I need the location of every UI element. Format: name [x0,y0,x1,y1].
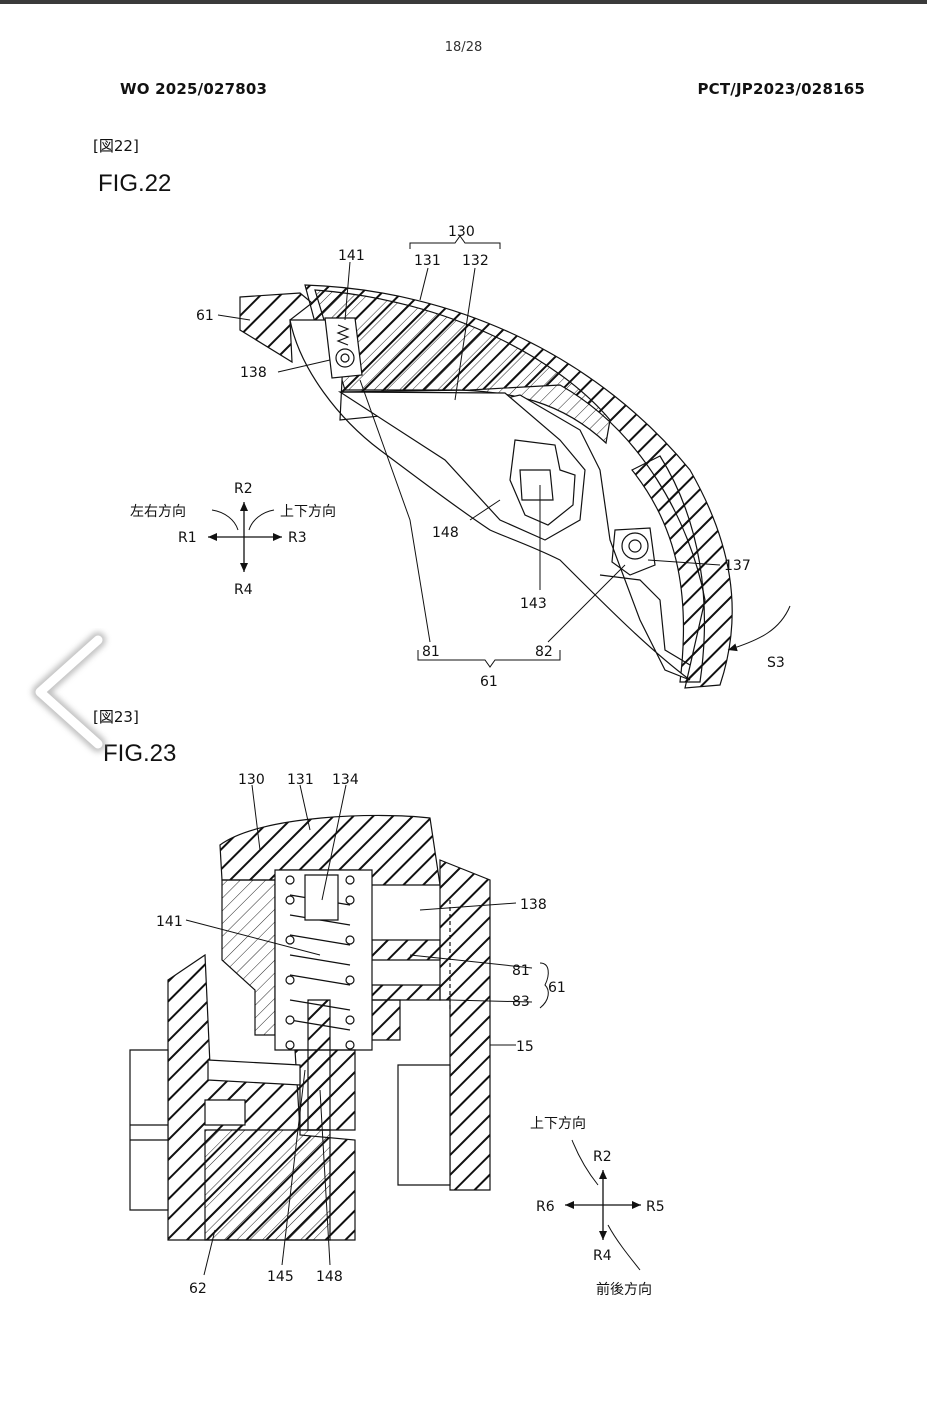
fig22-title: FIG.22 [98,170,172,197]
fig23-dir-r4: R4 [593,1248,612,1264]
previous-page-button[interactable] [18,628,118,758]
fig22-label-143: 143 [520,596,547,612]
fig23-label-141: 141 [156,914,183,930]
fig22-label-81: 81 [422,644,440,660]
fig23-dir-front-back: 前後方向 [596,1281,652,1298]
fig23-label-83: 83 [512,994,530,1010]
fig23-label-145: 145 [267,1269,294,1285]
fig22-direction-cross [208,502,282,572]
fig22-label-130: 130 [448,224,475,240]
page-number: 18/28 [444,40,483,55]
fig22-label-131: 131 [414,253,441,269]
fig22-label-148: 148 [432,525,459,541]
fig23-label-61: 61 [548,980,566,996]
fig22-dir-r3: R3 [288,530,307,546]
fig22-dir-r4: R4 [234,582,253,598]
fig22-label-61: 61 [196,308,214,324]
fig23-title: FIG.23 [103,740,177,767]
fig23-dir-r2: R2 [593,1149,612,1165]
window-top-border [0,0,927,4]
application-number: PCT/JP2023/028165 [697,80,865,98]
fig22-label-132: 132 [462,253,489,269]
fig23-label-134: 134 [332,772,359,788]
fig23-leaders [185,784,549,1276]
fig22-label-S3: S3 [767,655,785,671]
fig23-dir-r5: R5 [646,1199,665,1215]
fig23-label-131: 131 [287,772,314,788]
publication-number: WO 2025/027803 [120,80,268,98]
fig22-dir-r2: R2 [234,481,253,497]
fig22-label-137: 137 [724,558,751,574]
fig23-label-130: 130 [238,772,265,788]
fig22-label-141: 141 [338,248,365,264]
fig23-label-148: 148 [316,1269,343,1285]
fig23-dir-r6: R6 [536,1199,555,1215]
fig22-label-82: 82 [535,644,553,660]
chevron-left-icon [32,632,106,752]
fig23-label-138: 138 [520,897,547,913]
fig23-label-81: 81 [512,963,530,979]
fig23-dir-up-down: 上下方向 [530,1116,586,1132]
fig23-label-62: 62 [189,1281,207,1297]
fig22-label-138: 138 [240,365,267,381]
fig22-leaders [217,235,791,668]
fig23-tag: [図23] [93,708,139,726]
fig22-label-61-bracket: 61 [480,674,498,690]
fig22-dir-left-right: 左右方向 [130,504,186,520]
fig22-dir-r1: R1 [178,530,197,546]
fig22-dir-up-down: 上下方向 [280,504,336,520]
fig23-label-15: 15 [516,1039,534,1055]
fig23-direction-cross [565,1139,641,1271]
fig22-tag: [図22] [93,137,139,155]
fig23-drawing [129,814,491,1241]
fig22-drawing [239,284,733,689]
